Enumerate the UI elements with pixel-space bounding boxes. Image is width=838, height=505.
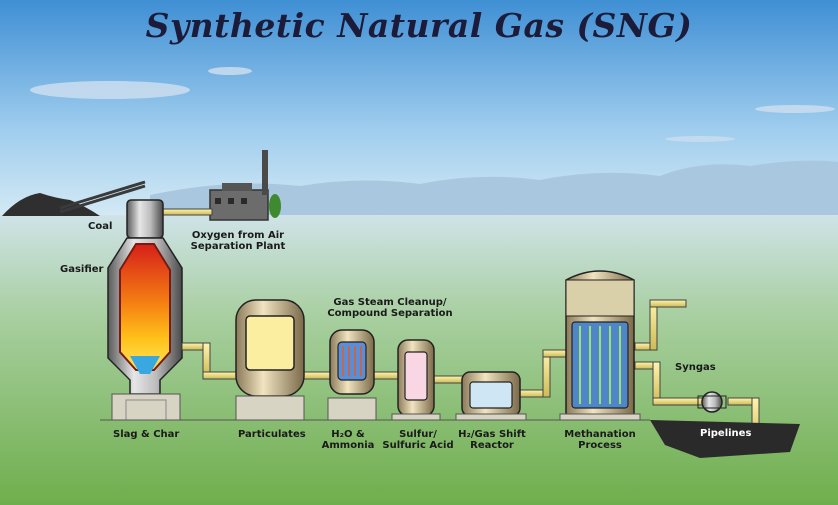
- methanation-reactor: [559, 270, 641, 421]
- sulfur-separator: [391, 339, 441, 421]
- oxygen-pipe: [159, 208, 213, 216]
- label-gas-cleanup-line2: Compound Separation: [327, 308, 453, 319]
- label-coal: Coal: [88, 221, 113, 232]
- label-sulfur-line2: Sulfuric Acid: [382, 440, 454, 451]
- label-gas-cleanup-line1: Gas Steam Cleanup/: [333, 297, 447, 308]
- label-methanation-line1: Methanation: [564, 429, 636, 440]
- gas-shift-reactor: [455, 371, 527, 421]
- page-title: Synthetic Natural Gas (SNG): [145, 6, 693, 45]
- valve-icon: [697, 391, 727, 413]
- mountain-range: [150, 160, 838, 215]
- particulates-separator: [235, 299, 305, 421]
- label-h2o-ammonia-line1: H₂O &: [331, 429, 365, 440]
- process-piping: [181, 299, 760, 447]
- water-ammonia-separator: [327, 329, 377, 421]
- label-sulfur-line1: Sulfur/: [399, 429, 437, 440]
- label-gasifier: Gasifier: [60, 264, 104, 275]
- label-h2o-ammonia-line2: Ammonia: [321, 440, 375, 451]
- label-slag-char: Slag & Char: [113, 429, 180, 440]
- label-sulfur: Sulfur/ Sulfuric Acid: [380, 429, 456, 451]
- label-particulates: Particulates: [238, 429, 306, 440]
- label-h2o-ammonia: H₂O & Ammonia: [318, 429, 378, 451]
- label-oxygen-plant-line1: Oxygen from Air: [191, 230, 285, 241]
- oxygen-separation-plant: [209, 150, 281, 221]
- gasifier-vessel: [107, 199, 183, 421]
- label-shift-reactor-line2: Reactor: [470, 440, 514, 451]
- label-shift-reactor: H₂/Gas Shift Reactor: [452, 429, 532, 451]
- pipeline-trench: [650, 420, 800, 458]
- coal-pile: [2, 193, 100, 216]
- label-shift-reactor-line1: H₂/Gas Shift: [458, 429, 526, 440]
- label-methanation-line2: Process: [578, 440, 622, 451]
- label-oxygen-plant-line2: Separation Plant: [190, 241, 286, 252]
- label-syngas: Syngas: [675, 362, 716, 373]
- coal-conveyor: [59, 180, 146, 214]
- label-pipelines: Pipelines: [700, 428, 752, 439]
- label-gas-cleanup: Gas Steam Cleanup/ Compound Separation: [320, 297, 460, 319]
- label-oxygen-plant: Oxygen from Air Separation Plant: [178, 230, 298, 252]
- cloud-icon: [30, 67, 835, 142]
- label-methanation: Methanation Process: [555, 429, 645, 451]
